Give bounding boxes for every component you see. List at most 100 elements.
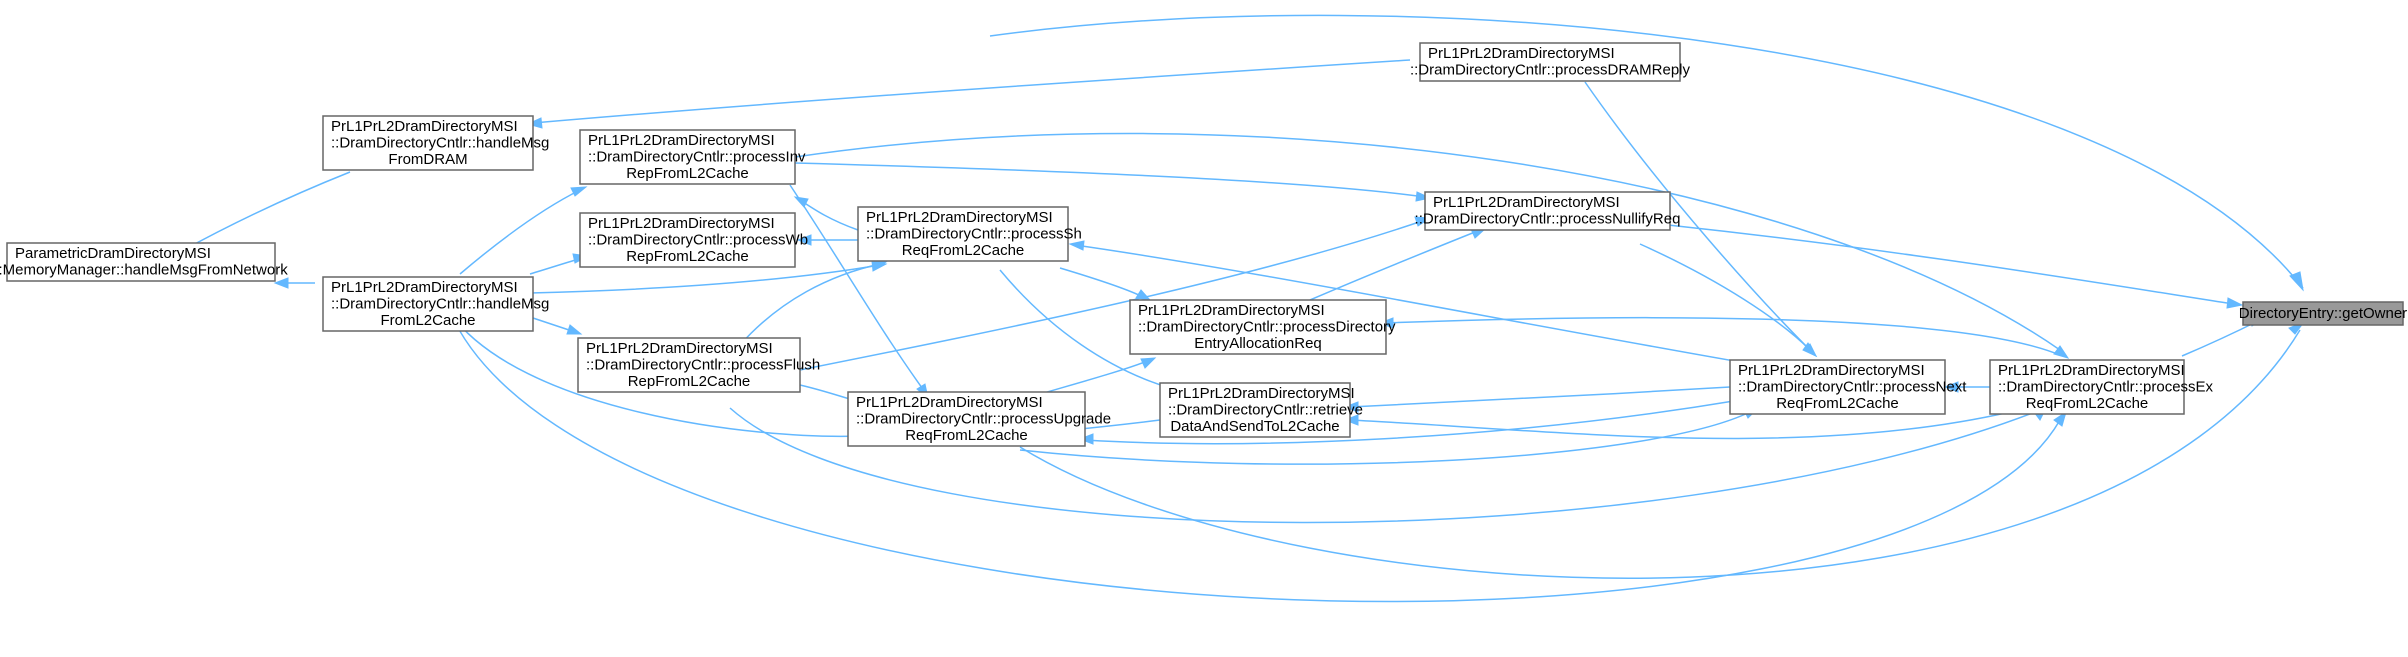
node-box xyxy=(1424,191,1671,231)
edge-processDRAMReply-to-handleMsgFromDRAM xyxy=(532,59,1411,124)
edge-processExReq-to-retrieveData xyxy=(1349,411,2011,440)
node-getOwner[interactable]: DirectoryEntry::getOwner xyxy=(2239,301,2407,326)
node-label-line: ::DramDirectoryCntlr::processEx xyxy=(1998,378,2214,395)
node-label-line: PrL1PrL2DramDirectoryMSI xyxy=(1433,194,1620,211)
node-box xyxy=(2242,301,2404,326)
node-box xyxy=(322,115,534,171)
edges xyxy=(179,14,2304,603)
edge-processDirEntryAlloc-to-processNullifyReq xyxy=(1309,229,1481,301)
node-label-line: ::DramDirectoryCntlr::handleMsg xyxy=(331,134,549,151)
node-label-line: ::DramDirectoryCntlr::processWb xyxy=(588,231,808,248)
node-box xyxy=(579,212,796,268)
node-box xyxy=(1159,382,1351,438)
node-label-line: ::DramDirectoryCntlr::processFlush xyxy=(586,356,820,373)
edge-processNullifyReq-to-processNextReq xyxy=(1639,243,1811,351)
node-handleMsgFromDRAM[interactable]: PrL1PrL2DramDirectoryMSI::DramDirectoryC… xyxy=(322,115,549,171)
node-label-line: EntryAllocationReq xyxy=(1194,335,1322,352)
node-processInvRep[interactable]: PrL1PrL2DramDirectoryMSI::DramDirectoryC… xyxy=(579,129,806,185)
node-processFlushRep[interactable]: PrL1PrL2DramDirectoryMSI::DramDirectoryC… xyxy=(577,337,820,393)
node-label-line: ::DramDirectoryCntlr::processNext xyxy=(1738,378,1967,395)
node-label-line: PrL1PrL2DramDirectoryMSI xyxy=(1738,362,1925,379)
node-label-line: PrL1PrL2DramDirectoryMSI xyxy=(1168,385,1355,402)
node-label-line: ::DramDirectoryCntlr::retrieve xyxy=(1168,401,1363,418)
node-label-line: PrL1PrL2DramDirectoryMSI xyxy=(1138,302,1325,319)
arrowhead xyxy=(1943,381,1959,393)
node-label-line: ::DramDirectoryCntlr::processNullifyReq xyxy=(1415,211,1681,228)
node-label-line: ::MemoryManager::handleMsgFromNetwork xyxy=(0,262,288,279)
edge-processInvRep-to-processNullifyReq xyxy=(794,162,1426,198)
arrowhead xyxy=(1068,240,1085,251)
edge-processFlushRep-to-processExReq xyxy=(729,407,2036,524)
arrowhead xyxy=(796,234,812,246)
node-label-line: RepFromL2Cache xyxy=(628,373,751,390)
node-label-line: FromL2Cache xyxy=(380,312,475,329)
edge-processUpgradeReq-to-getOwner xyxy=(1019,329,2301,579)
node-processDirEntryAlloc[interactable]: PrL1PrL2DramDirectoryMSI::DramDirectoryC… xyxy=(1129,299,1396,355)
node-label-line: ReqFromL2Cache xyxy=(1776,395,1899,412)
edge-processShReq-to-retrieveData xyxy=(999,269,1171,389)
node-label-line: PrL1PrL2DramDirectoryMSI xyxy=(331,279,518,296)
node-label-line: PrL1PrL2DramDirectoryMSI xyxy=(331,118,518,135)
node-label-line: PrL1PrL2DramDirectoryMSI xyxy=(1428,45,1615,62)
node-label-line: ReqFromL2Cache xyxy=(902,242,1025,259)
node-box xyxy=(1729,359,1946,415)
arrowhead xyxy=(1078,433,1094,445)
edge-processDRAMReply-to-getOwner xyxy=(989,14,2304,289)
node-label-line: ParametricDramDirectoryMSI xyxy=(15,245,211,262)
nodes: DirectoryEntry::getOwnerPrL1PrL2DramDire… xyxy=(0,42,2407,447)
arrowhead xyxy=(1802,342,1818,358)
node-processExReq[interactable]: PrL1PrL2DramDirectoryMSI::DramDirectoryC… xyxy=(1989,359,2214,415)
node-box xyxy=(577,337,801,393)
arrowhead xyxy=(566,324,583,335)
node-label-line: RepFromL2Cache xyxy=(626,165,749,182)
arrowhead xyxy=(1140,357,1157,369)
node-label-line: ::DramDirectoryCntlr::processSh xyxy=(866,225,1082,242)
node-label-line: PrL1PrL2DramDirectoryMSI xyxy=(588,132,775,149)
node-processShReq[interactable]: PrL1PrL2DramDirectoryMSI::DramDirectoryC… xyxy=(857,206,1082,262)
edge-handleMsgFromDRAM-to-memoryManager xyxy=(179,171,351,253)
node-box xyxy=(847,391,1086,447)
node-label-line: DataAndSendToL2Cache xyxy=(1170,418,1339,435)
node-memoryManager[interactable]: ParametricDramDirectoryMSI::MemoryManage… xyxy=(0,242,288,282)
node-label-line: ::DramDirectoryCntlr::processDRAMReply xyxy=(1410,62,1691,79)
edge-processNextReq-to-processUpgradeReq xyxy=(1084,399,1741,445)
node-label-line: PrL1PrL2DramDirectoryMSI xyxy=(856,394,1043,411)
node-label-line: PrL1PrL2DramDirectoryMSI xyxy=(588,215,775,232)
arrowhead xyxy=(570,186,588,197)
edge-processNextReq-to-retrieveData xyxy=(1349,386,1731,408)
edge-processDRAMReply-to-processNextReq xyxy=(1584,81,1811,351)
edge-handleMsgFromL2Cache-to-processInvRep xyxy=(459,189,581,275)
edge-handleMsgFromL2Cache-to-processUpgradeReq xyxy=(449,312,863,438)
node-label-line: ::DramDirectoryCntlr::handleMsg xyxy=(331,295,549,312)
node-label-line: PrL1PrL2DramDirectoryMSI xyxy=(866,209,1053,226)
node-box xyxy=(6,242,276,282)
arrowhead xyxy=(2053,410,2067,427)
node-label-line: RepFromL2Cache xyxy=(626,248,749,265)
edge-processNextReq-to-processShReq xyxy=(1074,244,1741,363)
node-label-line: ::DramDirectoryCntlr::processInv xyxy=(588,148,806,165)
node-processDRAMReply[interactable]: PrL1PrL2DramDirectoryMSI::DramDirectoryC… xyxy=(1410,42,1691,82)
node-processWbRep[interactable]: PrL1PrL2DramDirectoryMSI::DramDirectoryC… xyxy=(579,212,808,268)
edge-processFlushRep-to-processShReq xyxy=(739,263,881,346)
edge-processNullifyReq-to-getOwner xyxy=(1667,224,2228,304)
arrowhead xyxy=(273,277,289,289)
node-retrieveData[interactable]: PrL1PrL2DramDirectoryMSI::DramDirectoryC… xyxy=(1159,382,1363,438)
node-processNullifyReq[interactable]: PrL1PrL2DramDirectoryMSI::DramDirectoryC… xyxy=(1415,191,1681,231)
arrowhead xyxy=(526,117,543,129)
node-box xyxy=(322,276,534,332)
arrowhead xyxy=(1135,289,1152,301)
node-box xyxy=(857,206,1069,262)
node-processNextReq[interactable]: PrL1PrL2DramDirectoryMSI::DramDirectoryC… xyxy=(1729,359,1967,415)
arrowhead xyxy=(2289,271,2304,292)
arrowhead xyxy=(871,260,888,272)
edge-processInvRep-to-processUpgradeReq xyxy=(789,184,926,393)
edge-handleMsgFromL2Cache-to-processExReq xyxy=(449,311,2061,603)
node-handleMsgFromL2Cache[interactable]: PrL1PrL2DramDirectoryMSI::DramDirectoryC… xyxy=(322,276,549,332)
node-box xyxy=(579,129,796,185)
arrowhead xyxy=(1343,414,1359,426)
edge-processShReq-to-processDirEntryAlloc xyxy=(1059,267,1146,299)
node-box xyxy=(1989,359,2185,415)
node-processUpgradeReq[interactable]: PrL1PrL2DramDirectoryMSI::DramDirectoryC… xyxy=(847,391,1111,447)
node-label-line: ::DramDirectoryCntlr::processDirectory xyxy=(1138,318,1396,335)
